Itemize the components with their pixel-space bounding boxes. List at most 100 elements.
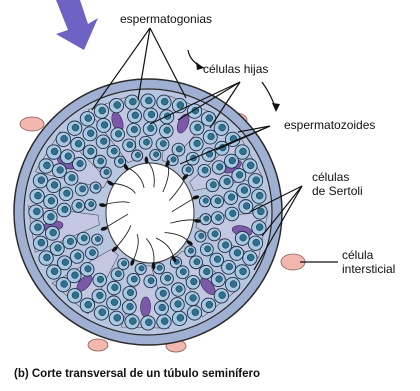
germ-cell-nucleus xyxy=(101,138,108,145)
germ-cell-nucleus xyxy=(205,246,211,252)
germ-cell-nucleus xyxy=(247,254,254,261)
germ-cell-nucleus xyxy=(33,208,40,215)
label-celula-intersticial-2: intersticial xyxy=(342,262,395,276)
label-celulas-sertoli-2: de Sertoli xyxy=(312,184,363,198)
germ-cell-nucleus xyxy=(257,208,264,215)
germ-cell-nucleus xyxy=(219,124,226,131)
label-celulas-hijas: células hijas xyxy=(203,62,268,76)
germ-cell-nucleus xyxy=(212,231,218,237)
germ-cell-nucleus xyxy=(97,276,104,283)
germ-cell-nucleus xyxy=(214,256,221,263)
germ-cell-nucleus xyxy=(50,229,57,236)
germ-cell-nucleus xyxy=(148,278,154,284)
germ-cell-nucleus xyxy=(165,275,171,281)
germ-cell-nucleus xyxy=(206,115,213,122)
germ-cell-nucleus xyxy=(43,162,50,169)
germ-cell-nucleus xyxy=(87,130,94,137)
germ-cell-nucleus xyxy=(204,216,209,221)
germ-cell-nucleus xyxy=(215,214,221,220)
germ-cell-nucleus xyxy=(85,301,92,308)
germ-cell-nucleus xyxy=(114,314,121,321)
germ-cell-nucleus xyxy=(203,198,208,203)
germ-cell-nucleus xyxy=(176,286,183,293)
germ-cell-nucleus xyxy=(57,167,64,174)
germ-cell-nucleus xyxy=(176,146,182,152)
label-celula-intersticial-1: célula xyxy=(342,248,373,262)
germ-cell-nucleus xyxy=(177,102,184,109)
germ-cell-nucleus xyxy=(64,190,71,197)
germ-cell-nucleus xyxy=(161,98,168,105)
germ-cell-nucleus xyxy=(180,269,186,275)
germ-cell-nucleus xyxy=(98,158,104,164)
germ-cell-nucleus xyxy=(131,126,138,133)
germ-cell-nucleus xyxy=(51,148,58,155)
germ-cell-nucleus xyxy=(145,319,152,326)
germ-cell-nucleus xyxy=(229,157,236,164)
germ-cell-nucleus xyxy=(75,253,82,260)
germ-cell-nucleus xyxy=(62,259,69,266)
germ-cell-nucleus xyxy=(153,152,158,157)
germ-cell-nucleus xyxy=(51,268,58,275)
germ-cell-nucleus xyxy=(34,192,41,199)
germ-cell-nucleus xyxy=(230,210,237,217)
germ-cell-nucleus xyxy=(210,182,216,188)
germ-cell-nucleus xyxy=(85,266,92,273)
germ-cell-nucleus xyxy=(75,140,82,147)
germ-cell-nucleus xyxy=(129,318,136,325)
germ-cell-nucleus xyxy=(253,239,260,246)
germ-cell-nucleus xyxy=(228,194,235,201)
germ-cell-nucleus xyxy=(192,309,199,316)
germ-cell-nucleus xyxy=(132,112,139,119)
germ-cell-nucleus xyxy=(188,248,193,253)
figure-caption: (b) Corte transversal de un túbulo semin… xyxy=(14,368,260,380)
germ-cell-nucleus xyxy=(194,259,200,265)
germ-cell-nucleus xyxy=(85,115,92,122)
germ-cell-nucleus xyxy=(236,172,243,179)
germ-cell-nucleus xyxy=(175,301,182,308)
germ-cell-nucleus xyxy=(171,157,176,162)
germ-cell-nucleus xyxy=(143,139,149,145)
label-espermatozoides: espermatozoides xyxy=(284,118,375,132)
germ-cell-nucleus xyxy=(114,102,121,109)
lumen xyxy=(106,163,194,263)
germ-cell-nucleus xyxy=(208,133,215,140)
germ-cell-nucleus xyxy=(240,268,247,275)
germ-cell-nucleus xyxy=(240,148,247,155)
germ-cell-nucleus xyxy=(62,206,69,213)
germ-cell-nucleus xyxy=(115,131,122,138)
germ-cell-nucleus xyxy=(148,111,155,118)
germ-cell-nucleus xyxy=(226,263,233,270)
germ-cell-nucleus xyxy=(199,233,204,238)
germ-cell-nucleus xyxy=(241,187,248,194)
germ-cell-nucleus xyxy=(94,184,99,189)
germ-cell-nucleus xyxy=(161,318,168,325)
germ-cell-nucleus xyxy=(96,292,103,299)
germ-cell-nucleus xyxy=(247,162,254,169)
germ-cell-nucleus xyxy=(51,182,58,189)
germ-cell-nucleus xyxy=(104,169,109,174)
germ-cell-nucleus xyxy=(81,235,87,241)
germ-cell-nucleus xyxy=(99,107,106,114)
germ-cell-nucleus xyxy=(61,135,68,142)
germ-cell-nucleus xyxy=(67,238,74,245)
germ-cell-nucleus xyxy=(101,121,108,128)
germ-cell-nucleus xyxy=(219,292,226,299)
germ-cell-nucleus xyxy=(61,281,68,288)
germ-cell-nucleus xyxy=(111,148,117,154)
germ-cell-nucleus xyxy=(177,314,184,321)
germ-cell-nucleus xyxy=(89,250,95,256)
germ-cell-nucleus xyxy=(131,276,137,282)
germ-cell-nucleus xyxy=(160,141,166,147)
germ-cell-nucleus xyxy=(224,178,231,185)
germ-cell-nucleus xyxy=(222,242,229,249)
germ-cell-nucleus xyxy=(69,175,76,182)
germ-cell-nucleus xyxy=(216,164,223,171)
germ-cell-nucleus xyxy=(38,177,45,184)
germ-cell-nucleus xyxy=(34,224,41,231)
germ-cell-nucleus xyxy=(202,167,208,173)
germ-cell-nucleus xyxy=(118,158,123,163)
germ-cell-nucleus xyxy=(80,186,86,192)
germ-cell-nucleus xyxy=(206,301,213,308)
germ-cell-nucleus xyxy=(243,203,250,210)
